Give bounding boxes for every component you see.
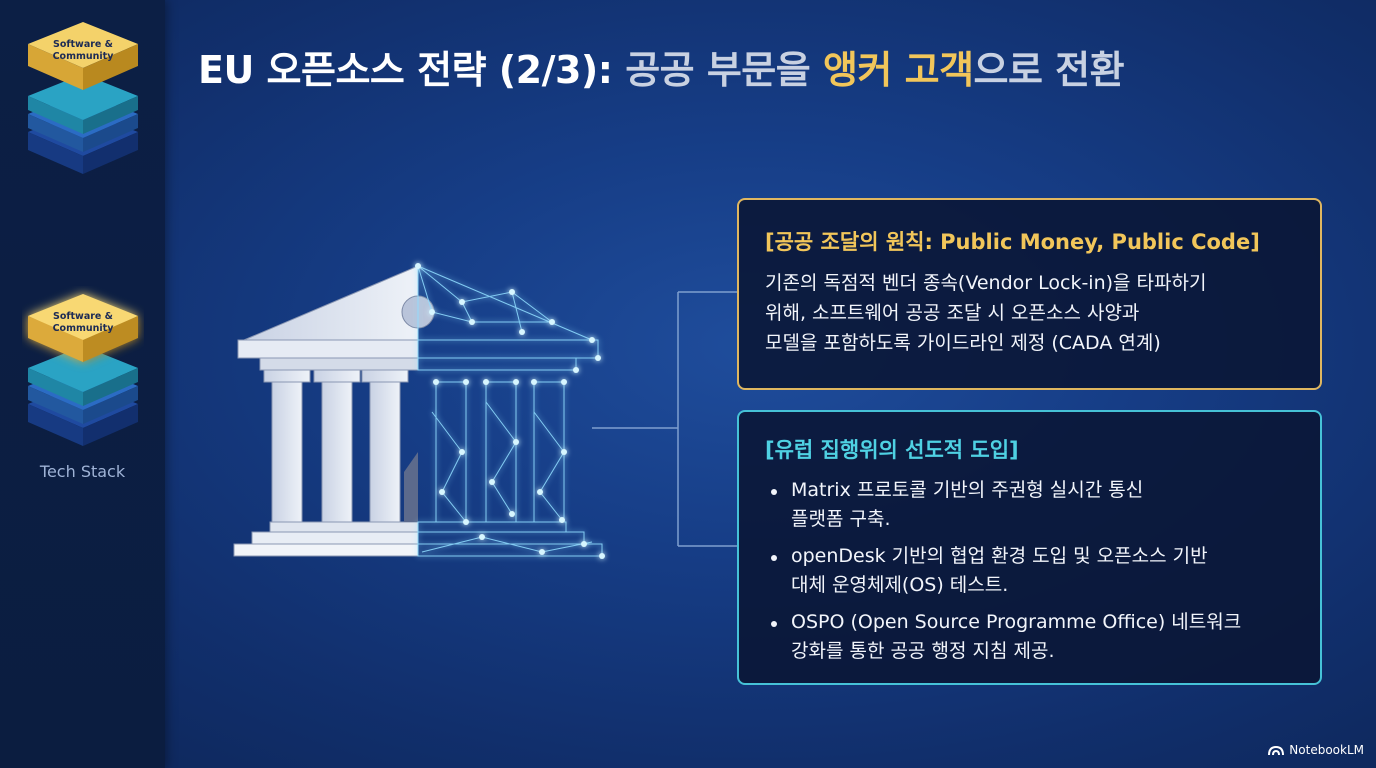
adoption-card: [유럽 집행위의 선도적 도입] Matrix 프로토콜 기반의 주권형 실시간…	[737, 410, 1322, 685]
bullet-line: Matrix 프로토콜 기반의 주권형 실시간 통신	[791, 479, 1144, 501]
title-highlight: 앵커 고객	[822, 48, 974, 92]
stack-label: Software & Community	[52, 311, 114, 334]
stack-layers-icon: Software & Community	[22, 14, 144, 174]
body-line: 모델을 포함하도록 가이드라인 제정 (CADA 연계)	[765, 332, 1161, 354]
bullet-icon	[771, 621, 777, 627]
card-body: 기존의 독점적 벤더 종속(Vendor Lock-in)을 타파하기 위해, …	[765, 268, 1310, 358]
title-part: 으로 전환	[973, 48, 1125, 92]
principle-card: [공공 조달의 원칙: Public Money, Public Code] 기…	[737, 198, 1322, 390]
title-part: EU 오픈소스 전략 (2/3):	[198, 48, 626, 92]
body-line: 위해, 소프트웨어 공공 조달 시 오픈소스 사양과	[765, 302, 1140, 324]
page-title: EU 오픈소스 전략 (2/3): 공공 부문을 앵커 고객으로 전환	[198, 42, 1348, 98]
sidebar: Software & Community	[0, 0, 165, 768]
bullet-line: 대체 운영체제(OS) 테스트.	[791, 574, 1009, 596]
body-line: 기존의 독점적 벤더 종속(Vendor Lock-in)을 타파하기	[765, 272, 1207, 294]
government-building-icon	[222, 252, 612, 581]
list-item: openDesk 기반의 협업 환경 도입 및 오픈소스 기반 대체 운영체제(…	[767, 542, 1307, 600]
stack-layers-icon-highlighted: Software & Community	[22, 286, 144, 446]
stack-label: Software & Community	[52, 39, 114, 62]
notebooklm-logo-icon	[1268, 745, 1285, 756]
bullet-icon	[771, 555, 777, 561]
bullet-line: 강화를 통한 공공 행정 지침 제공.	[791, 640, 1055, 662]
bullet-line: 플랫폼 구축.	[791, 508, 891, 530]
bullet-line: OSPO (Open Source Programme Office) 네트워크	[791, 611, 1242, 633]
title-part: 공공 부문을	[625, 48, 823, 92]
list-item: Matrix 프로토콜 기반의 주권형 실시간 통신 플랫폼 구축.	[767, 476, 1307, 534]
list-item: OSPO (Open Source Programme Office) 네트워크…	[767, 608, 1307, 666]
card-heading: [유럽 집행위의 선도적 도입]	[765, 438, 1019, 462]
card-heading: [공공 조달의 원칙: Public Money, Public Code]	[765, 230, 1260, 254]
brand-name: NotebookLM	[1289, 743, 1364, 757]
bullet-list: Matrix 프로토콜 기반의 주권형 실시간 통신 플랫폼 구축. openD…	[767, 476, 1307, 674]
brand-watermark: NotebookLM	[1268, 742, 1364, 758]
bullet-line: openDesk 기반의 협업 환경 도입 및 오픈소스 기반	[791, 545, 1208, 567]
bullet-icon	[771, 489, 777, 495]
sidebar-caption: Tech Stack	[39, 462, 126, 481]
